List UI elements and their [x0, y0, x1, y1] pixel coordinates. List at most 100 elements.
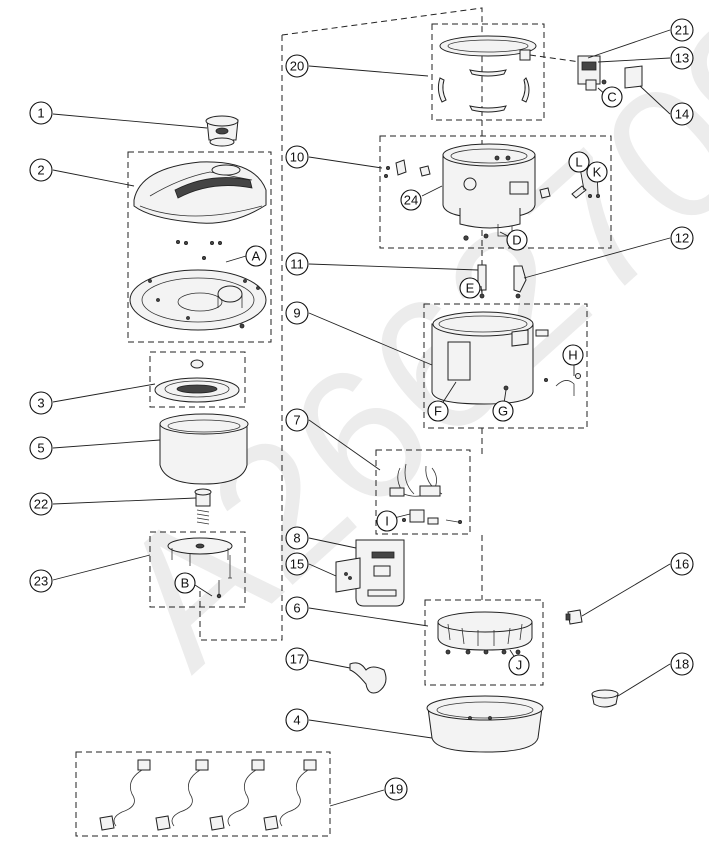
part-19-power-cords	[99, 759, 317, 831]
callout-21: 21	[670, 18, 694, 42]
svg-text:18: 18	[675, 657, 689, 672]
svg-text:K: K	[593, 165, 602, 180]
svg-text:A: A	[252, 249, 261, 264]
svg-text:12: 12	[675, 231, 689, 246]
part-2-lid	[133, 161, 267, 224]
svg-text:8: 8	[293, 531, 300, 546]
part-15-panel-label	[335, 557, 361, 593]
part-1-pressure-valve	[205, 115, 239, 147]
svg-text:B: B	[181, 576, 190, 591]
callout-14: 14	[670, 102, 694, 126]
callout-9: 9	[285, 301, 309, 325]
svg-text:I: I	[385, 514, 389, 529]
svg-text:13: 13	[675, 51, 689, 66]
svg-text:D: D	[512, 233, 521, 248]
inner-lid-ring	[129, 269, 267, 331]
svg-text:H: H	[568, 348, 577, 363]
part-16-connector	[565, 609, 583, 625]
svg-text:2: 2	[37, 163, 44, 178]
callout-F: F	[427, 400, 449, 422]
callout-H: H	[562, 344, 584, 366]
part-5-inner-pot	[159, 413, 249, 485]
svg-text:C: C	[607, 90, 616, 105]
callout-23: 23	[29, 569, 53, 593]
callout-18: 18	[670, 652, 694, 676]
svg-text:G: G	[498, 404, 508, 419]
callout-2: 2	[29, 158, 53, 182]
callout-10: 10	[285, 145, 309, 169]
part-20-lid-ring	[437, 35, 537, 113]
callout-12: 12	[670, 226, 694, 250]
callout-B: B	[174, 572, 196, 594]
callout-17: 17	[285, 647, 309, 671]
svg-text:19: 19	[389, 782, 403, 797]
svg-text:4: 4	[293, 713, 300, 728]
part-18-measuring-cup	[591, 689, 619, 708]
svg-text:L: L	[575, 155, 582, 170]
part-9-outer-housing	[431, 311, 581, 405]
lid-screws	[175, 239, 222, 260]
box-outer-housing	[423, 303, 588, 429]
part-10-housing-top	[383, 143, 601, 241]
svg-text:6: 6	[293, 601, 300, 616]
callout-I: I	[376, 510, 398, 532]
callout-3: 3	[29, 391, 53, 415]
svg-text:1: 1	[37, 106, 44, 121]
part-3-steam-tray	[154, 359, 240, 403]
box-base-plate	[149, 531, 246, 608]
box-steam-tray	[149, 351, 246, 408]
svg-text:J: J	[516, 658, 523, 673]
callout-E: E	[459, 277, 481, 299]
callout-G: G	[492, 400, 514, 422]
box-lid-ring	[431, 23, 545, 121]
svg-text:11: 11	[290, 257, 304, 272]
svg-text:F: F	[434, 404, 442, 419]
svg-text:17: 17	[290, 652, 304, 667]
svg-text:7: 7	[293, 413, 300, 428]
callout-13: 13	[670, 46, 694, 70]
svg-text:20: 20	[290, 59, 304, 74]
svg-text:23: 23	[34, 574, 48, 589]
svg-text:9: 9	[293, 306, 300, 321]
callout-1: 1	[29, 101, 53, 125]
svg-text:3: 3	[37, 396, 44, 411]
callout-C: C	[601, 86, 623, 108]
part-8-control-panel	[355, 539, 405, 607]
box-wiring	[375, 449, 471, 535]
callout-20: 20	[285, 54, 309, 78]
part-14-cover	[624, 65, 643, 89]
callout-15: 15	[285, 552, 309, 576]
callout-16: 16	[670, 552, 694, 576]
svg-text:16: 16	[675, 557, 689, 572]
callout-8: 8	[285, 526, 309, 550]
svg-text:E: E	[466, 281, 475, 296]
svg-text:22: 22	[34, 497, 48, 512]
callout-19: 19	[384, 777, 408, 801]
callout-K: K	[586, 161, 608, 183]
part-6-base	[437, 611, 533, 655]
callout-24: 24	[400, 189, 422, 211]
callout-11: 11	[285, 252, 309, 276]
callout-A: A	[245, 245, 267, 267]
callout-J: J	[508, 654, 530, 676]
box-lid-assembly	[127, 151, 272, 343]
callout-L: L	[568, 151, 590, 173]
svg-text:14: 14	[675, 107, 689, 122]
part-22-float-valve	[194, 488, 212, 525]
callout-6: 6	[285, 596, 309, 620]
part-7-wiring	[389, 463, 462, 525]
svg-text:21: 21	[675, 23, 689, 38]
part-21-13-latch	[529, 54, 607, 91]
svg-text:10: 10	[290, 150, 304, 165]
box-housing-top	[379, 135, 612, 249]
svg-text:15: 15	[290, 557, 304, 572]
box-power-cords	[75, 751, 331, 837]
svg-text:5: 5	[37, 441, 44, 456]
callout-5: 5	[29, 436, 53, 460]
part-23-base-plate	[167, 537, 233, 599]
callout-7: 7	[285, 408, 309, 432]
part-17-spoon	[349, 662, 387, 694]
box-base	[424, 599, 544, 686]
